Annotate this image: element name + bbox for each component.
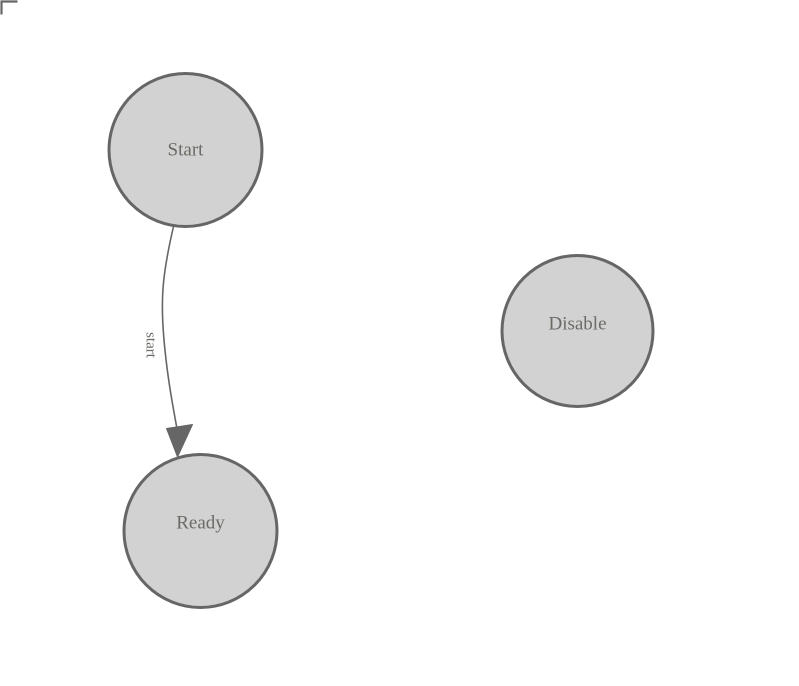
arrowhead-icon [166,424,193,458]
corner-bracket-mark [0,0,18,15]
node-disable-label: Disable [548,313,606,334]
edge-start-to-ready[interactable]: start [143,226,193,458]
node-disable-circle[interactable] [500,254,655,408]
node-start-label: Start [168,139,205,160]
node-ready-circle[interactable] [122,453,279,609]
node-start[interactable]: Start [107,72,264,228]
node-ready-label: Ready [176,512,225,533]
node-disable[interactable]: Disable [500,254,655,408]
edge-line [161,226,180,438]
node-ready[interactable]: Ready [122,453,279,609]
node-start-circle[interactable] [107,72,264,228]
edge-label-start: start [143,332,159,359]
